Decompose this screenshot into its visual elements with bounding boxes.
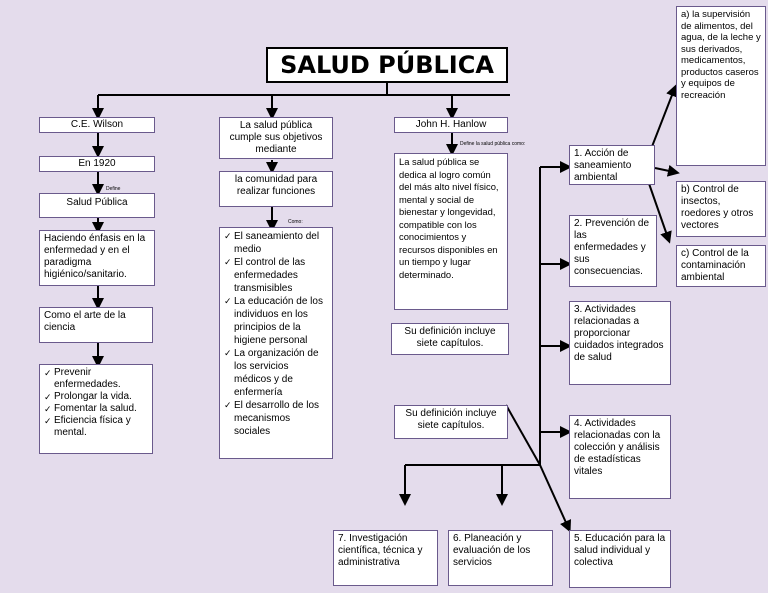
define-label-left: Define	[106, 186, 121, 192]
community-box: la comunidad para realizar funciones	[219, 171, 333, 207]
chapters-note-1: Su definición incluye siete capítulos.	[391, 323, 509, 355]
define-label-right: Define la salud pública como:	[460, 141, 526, 147]
page-title: SALUD PÚBLICA	[266, 47, 508, 83]
chapter-1c-box: c) Control de la contaminación ambiental	[676, 245, 766, 287]
list-item: El desarrollo de los mecanismos sociales	[224, 399, 328, 438]
chapter-7-box: 7. Investigación científica, técnica y a…	[333, 530, 438, 586]
list-item: Prolongar la vida.	[44, 391, 148, 403]
objectives-box: La salud pública cumple sus objetivos me…	[219, 117, 333, 159]
author-hanlow: John H. Hanlow	[394, 117, 508, 133]
chapter-1-box: 1. Acción de saneamiento ambiental	[569, 145, 655, 185]
chapters-note-2: Su definición incluye siete capítulos.	[394, 405, 508, 439]
chapter-2-box: 2. Prevención de las enfermedades y sus …	[569, 215, 657, 287]
chapter-1b-box: b) Control de insectos, roedores y otros…	[676, 181, 766, 237]
list-item: La educación de los individuos en los pr…	[224, 295, 328, 347]
emphasis-box: Haciendo énfasis en la enfermedad y en e…	[39, 230, 155, 286]
list-item: Prevenir enfermedades.	[44, 367, 148, 391]
como-label: Como:	[288, 219, 303, 225]
goals-box: Prevenir enfermedades. Prolongar la vida…	[39, 364, 153, 454]
list-item: Fomentar la salud.	[44, 403, 148, 415]
chapter-5-box: 5. Educación para la salud individual y …	[569, 530, 671, 588]
concept-box: Salud Pública	[39, 193, 155, 218]
list-item: La organización de los servicios médicos…	[224, 347, 328, 399]
chapter-3-box: 3. Actividades relacionadas a proporcion…	[569, 301, 671, 385]
chapter-1a-box: a) la supervisión de alimentos, del agua…	[676, 6, 766, 166]
list-item: Eficiencia física y mental.	[44, 415, 148, 439]
list-item: El control de las enfermedades transmisi…	[224, 256, 328, 295]
chapter-4-box: 4. Actividades relacionadas con la colec…	[569, 415, 671, 499]
functions-box: El saneamiento del medio El control de l…	[219, 227, 333, 459]
art-box: Como el arte de la ciencia	[39, 307, 153, 343]
chapter-6-box: 6. Planeación y evaluación de los servic…	[448, 530, 553, 586]
author-wilson: C.E. Wilson	[39, 117, 155, 133]
year-box: En 1920	[39, 156, 155, 172]
list-item: El saneamiento del medio	[224, 230, 328, 256]
definition-box: La salud pública se dedica al logro comú…	[394, 153, 508, 310]
